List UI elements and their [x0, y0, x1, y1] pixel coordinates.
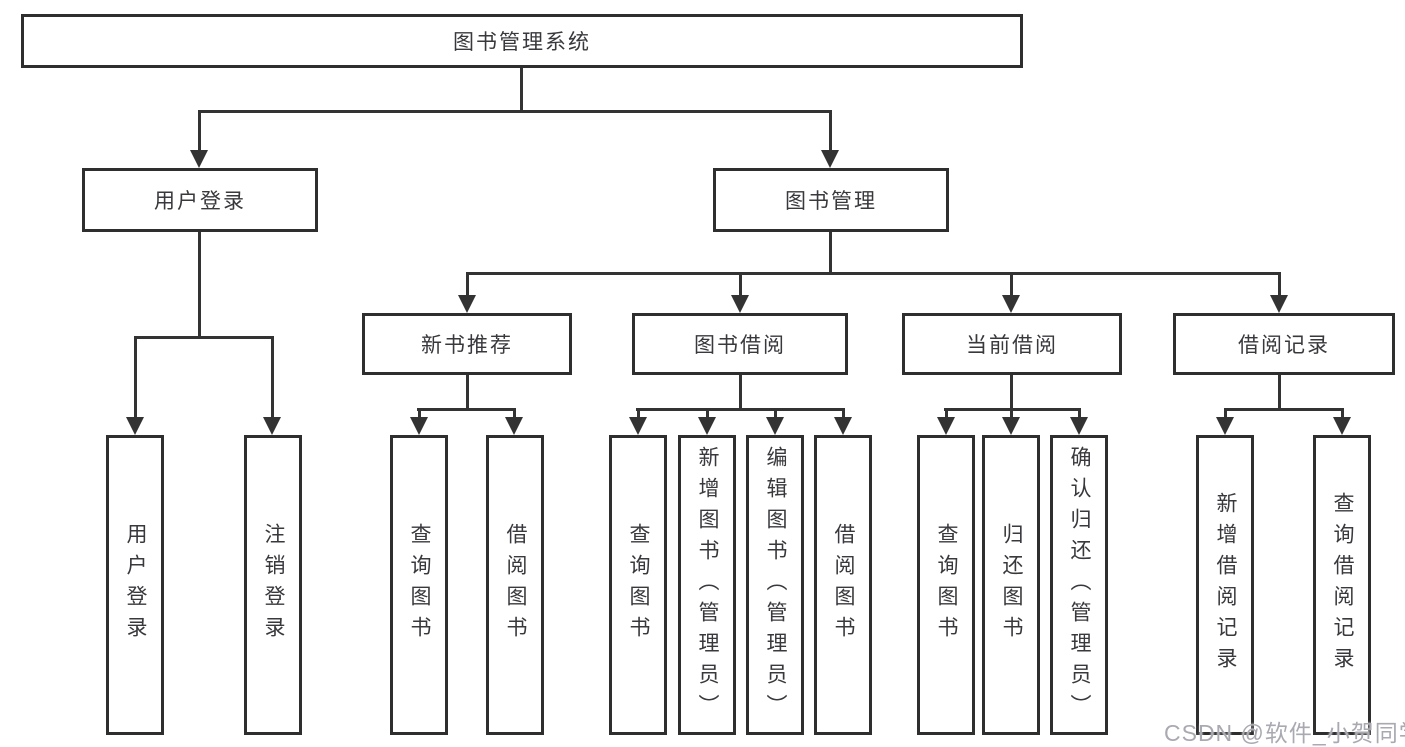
arrowhead-down-icon	[1270, 295, 1288, 313]
leaf-label: 查询图书	[627, 523, 651, 647]
connector-line	[829, 232, 832, 272]
connector-line	[1278, 272, 1281, 298]
connector-line	[1224, 408, 1344, 411]
connector-line	[134, 336, 137, 420]
connector-line	[271, 336, 274, 420]
leaf-label: 编辑图书（管理员）	[764, 445, 788, 725]
leaf-logout: 注销登录	[244, 435, 302, 735]
node-label: 图书管理系统	[453, 31, 591, 54]
connector-line	[134, 336, 274, 339]
connector-line	[198, 232, 201, 336]
node-label: 新书推荐	[421, 334, 513, 357]
connector-line	[418, 408, 421, 420]
connector-line	[513, 408, 516, 420]
leaf-label: 借阅图书	[832, 523, 856, 647]
arrowhead-down-icon	[1070, 417, 1088, 435]
arrowhead-down-icon	[629, 417, 647, 435]
node-user-login: 用户登录	[82, 168, 318, 232]
connector-line	[198, 110, 831, 113]
arrowhead-down-icon	[263, 417, 281, 435]
connector-line	[466, 272, 469, 298]
connector-line	[706, 408, 709, 420]
arrowhead-down-icon	[937, 417, 955, 435]
node-label: 图书借阅	[694, 334, 786, 357]
connector-line	[829, 110, 832, 152]
node-book-management: 图书管理	[713, 168, 949, 232]
connector-line	[1341, 408, 1344, 420]
connector-line	[739, 272, 742, 298]
connector-line	[466, 272, 1281, 275]
connector-line	[636, 408, 845, 411]
connector-line	[520, 68, 523, 110]
connector-line	[945, 408, 948, 420]
arrowhead-down-icon	[821, 150, 839, 168]
arrowhead-down-icon	[698, 417, 716, 435]
connector-line	[739, 375, 742, 408]
node-label: 借阅记录	[1238, 334, 1330, 357]
connector-line	[637, 408, 640, 420]
leaf-add-book-admin: 新增图书（管理员）	[678, 435, 736, 735]
arrowhead-down-icon	[410, 417, 428, 435]
connector-line	[198, 110, 201, 152]
leaf-return-books: 归还图书	[982, 435, 1040, 735]
arrowhead-down-icon	[190, 150, 208, 168]
leaf-label: 查询图书	[408, 523, 432, 647]
leaf-label: 新增图书（管理员）	[696, 445, 720, 725]
leaf-confirm-return-admin: 确认归还（管理员）	[1050, 435, 1108, 735]
leaf-borrow-books-recommend: 借阅图书	[486, 435, 544, 735]
leaf-label: 借阅图书	[504, 523, 528, 647]
connector-line	[1278, 375, 1281, 408]
arrowhead-down-icon	[766, 417, 784, 435]
arrowhead-down-icon	[1333, 417, 1351, 435]
leaf-label: 查询图书	[935, 523, 959, 647]
node-label: 图书管理	[785, 190, 877, 213]
csdn-watermark: CSDN @软件_小贺同学	[1164, 720, 1405, 746]
connector-line	[1010, 408, 1013, 420]
arrowhead-down-icon	[458, 295, 476, 313]
connector-line	[1010, 375, 1013, 408]
node-label: 当前借阅	[966, 334, 1058, 357]
leaf-label: 新增借阅记录	[1214, 492, 1238, 678]
leaf-query-borrow-record: 查询借阅记录	[1313, 435, 1371, 735]
leaf-label: 用户登录	[124, 523, 148, 647]
connector-line	[1224, 408, 1227, 420]
arrowhead-down-icon	[1002, 295, 1020, 313]
connector-line	[1078, 408, 1081, 420]
arrowhead-down-icon	[505, 417, 523, 435]
arrowhead-down-icon	[834, 417, 852, 435]
arrowhead-down-icon	[126, 417, 144, 435]
arrowhead-down-icon	[1002, 417, 1020, 435]
leaf-user-login: 用户登录	[106, 435, 164, 735]
connector-line	[1010, 272, 1013, 298]
arrowhead-down-icon	[731, 295, 749, 313]
leaf-label: 确认归还（管理员）	[1068, 445, 1092, 725]
leaf-add-borrow-record: 新增借阅记录	[1196, 435, 1254, 735]
arrowhead-down-icon	[1216, 417, 1234, 435]
leaf-query-books-recommend: 查询图书	[390, 435, 448, 735]
connector-line	[417, 408, 516, 411]
connector-line	[842, 408, 845, 420]
leaf-label: 查询借阅记录	[1331, 492, 1355, 678]
leaf-label: 注销登录	[262, 523, 286, 647]
leaf-query-books-current: 查询图书	[917, 435, 975, 735]
node-book-borrowing: 图书借阅	[632, 313, 848, 375]
leaf-edit-book-admin: 编辑图书（管理员）	[746, 435, 804, 735]
leaf-query-books-borrowing: 查询图书	[609, 435, 667, 735]
node-borrow-records: 借阅记录	[1173, 313, 1395, 375]
connector-line	[774, 408, 777, 420]
leaf-label: 归还图书	[1000, 523, 1024, 647]
node-label: 用户登录	[154, 190, 246, 213]
node-root-library-system: 图书管理系统	[21, 14, 1023, 68]
node-new-book-recommend: 新书推荐	[362, 313, 572, 375]
leaf-borrow-books: 借阅图书	[814, 435, 872, 735]
node-current-borrowing: 当前借阅	[902, 313, 1122, 375]
connector-line	[466, 375, 469, 408]
